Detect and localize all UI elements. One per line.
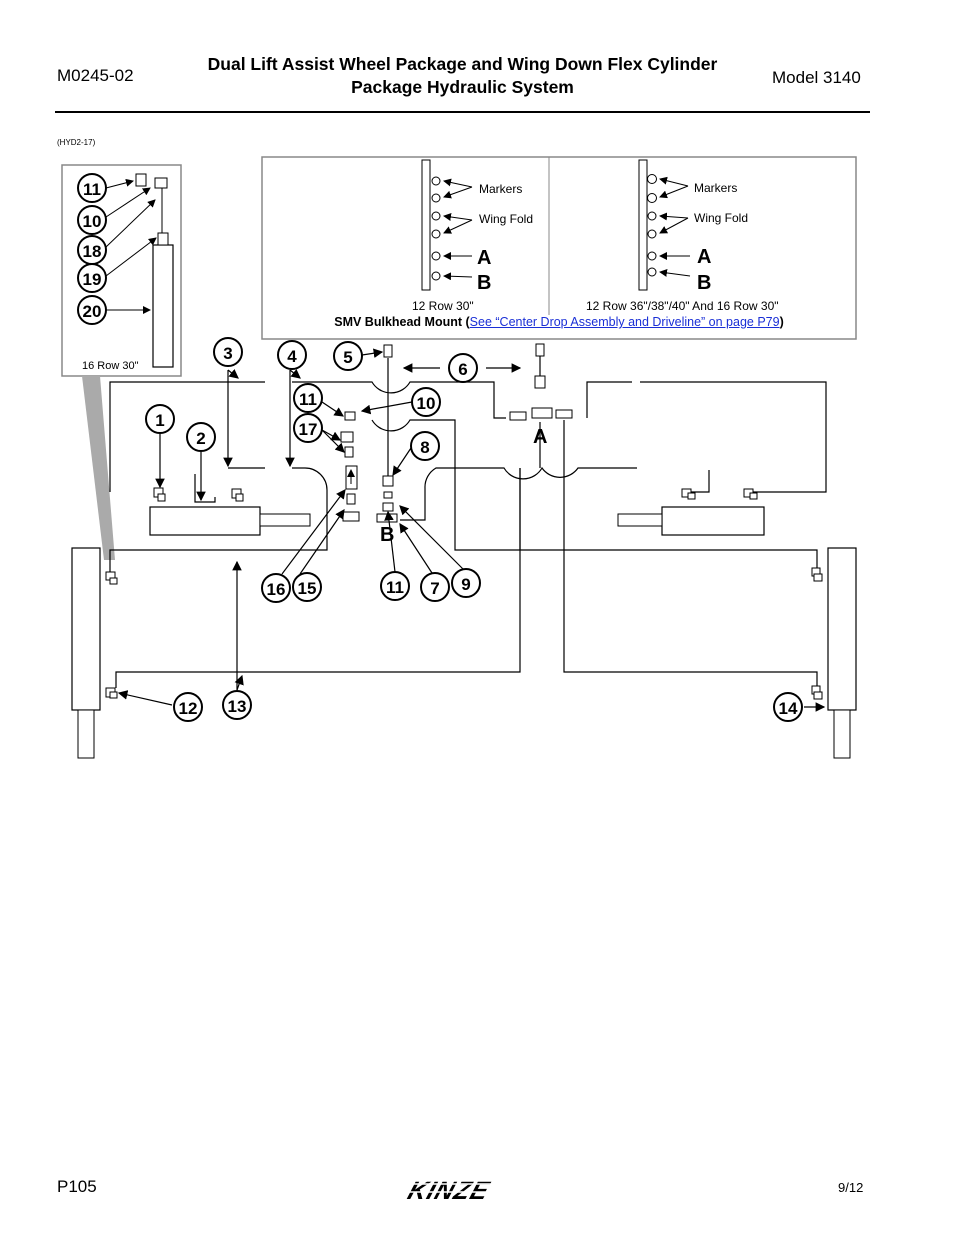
svg-text:7: 7 bbox=[430, 579, 439, 598]
inset-markers-label-left: Markers bbox=[479, 182, 522, 196]
svg-text:12: 12 bbox=[179, 699, 198, 718]
inset-callout-18: 18 bbox=[77, 235, 107, 265]
hose-lines bbox=[109, 356, 827, 688]
inset-port-b-right: B bbox=[697, 272, 711, 294]
svg-text:3: 3 bbox=[223, 344, 232, 363]
callout-leaders bbox=[117, 348, 826, 712]
inset-port-a-left: A bbox=[477, 247, 491, 269]
inset-wingfold-label-right: Wing Fold bbox=[694, 211, 748, 225]
smv-bulkhead-mount-caption: SMV Bulkhead Mount (See “Center Drop Ass… bbox=[262, 315, 856, 329]
port-b-label: B bbox=[380, 524, 394, 546]
kinze-logo: KINZE bbox=[400, 1175, 522, 1210]
inset-left-caption: 16 Row 30" bbox=[82, 360, 139, 372]
svg-text:2: 2 bbox=[196, 429, 205, 448]
header-rule bbox=[55, 111, 870, 113]
top-inset: Markers Wing Fold A B 12 Row 30" Markers… bbox=[261, 156, 857, 340]
logo-wordmark: KINZE bbox=[404, 1178, 493, 1205]
title-line-2: Package Hydraulic System bbox=[351, 77, 574, 97]
right-lift-cylinder bbox=[617, 506, 765, 536]
left-inset: 11 10 18 19 20 16 Row 30" bbox=[61, 164, 182, 560]
svg-text:14: 14 bbox=[779, 699, 798, 718]
svg-text:8: 8 bbox=[420, 438, 429, 457]
svg-text:10: 10 bbox=[417, 394, 436, 413]
smv-mount-label: SMV Bulkhead Mount ( bbox=[334, 315, 470, 329]
inset-caption-left: 12 Row 30" bbox=[412, 299, 474, 313]
inset-port-b-left: B bbox=[477, 272, 491, 294]
svg-text:6: 6 bbox=[458, 360, 467, 379]
callout-7: 7 bbox=[420, 572, 450, 602]
inset-port-a-right: A bbox=[697, 246, 711, 268]
center-drop-assembly-link[interactable]: See “Center Drop Assembly and Driveline”… bbox=[469, 315, 780, 329]
svg-text:16: 16 bbox=[267, 580, 286, 599]
inset-caption-right: 12 Row 36"/38"/40" And 16 Row 30" bbox=[586, 299, 779, 313]
document-number: M0245-02 bbox=[57, 66, 134, 85]
svg-text:9: 9 bbox=[461, 575, 470, 594]
inset-callout-10: 10 bbox=[77, 205, 107, 235]
callout-8: 8 bbox=[410, 431, 440, 461]
inset-callout-20: 20 bbox=[77, 295, 107, 325]
svg-text:10: 10 bbox=[83, 212, 102, 231]
svg-text:5: 5 bbox=[343, 348, 352, 367]
svg-text:1: 1 bbox=[155, 411, 164, 430]
svg-text:19: 19 bbox=[83, 270, 102, 289]
callout-4: 4 bbox=[277, 340, 307, 370]
callout-10: 10 bbox=[411, 387, 441, 417]
inset-callout-11: 11 bbox=[77, 173, 107, 203]
callout-5: 5 bbox=[333, 341, 363, 371]
svg-text:13: 13 bbox=[228, 697, 247, 716]
svg-text:20: 20 bbox=[83, 302, 102, 321]
left-lift-cylinder bbox=[149, 506, 311, 536]
right-wing-cylinder bbox=[827, 547, 857, 759]
callout-1: 1 bbox=[145, 404, 175, 434]
model-label: Model 3140 bbox=[772, 68, 861, 87]
smv-mount-close: ) bbox=[779, 315, 784, 329]
callout-16: 16 bbox=[261, 573, 291, 603]
callout-11-lower: 11 bbox=[380, 571, 410, 601]
inset-callout-19: 19 bbox=[77, 263, 107, 293]
svg-text:4: 4 bbox=[287, 347, 297, 366]
svg-text:15: 15 bbox=[298, 579, 317, 598]
callout-2: 2 bbox=[186, 422, 216, 452]
callout-3: 3 bbox=[213, 337, 243, 367]
callout-12: 12 bbox=[173, 692, 203, 722]
title-line-1: Dual Lift Assist Wheel Package and Wing … bbox=[207, 54, 718, 74]
callout-15: 15 bbox=[292, 572, 322, 602]
svg-text:17: 17 bbox=[299, 420, 318, 439]
inset-wingfold-label-left: Wing Fold bbox=[479, 212, 533, 226]
revision-date: 9/12 bbox=[838, 1180, 864, 1195]
callout-14: 14 bbox=[773, 692, 803, 722]
svg-text:11: 11 bbox=[386, 578, 404, 597]
port-a-label: A bbox=[533, 426, 547, 448]
callout-13: 13 bbox=[222, 690, 252, 720]
svg-text:18: 18 bbox=[83, 242, 102, 261]
figure-reference: (HYD2-17) bbox=[57, 138, 96, 147]
callout-9: 9 bbox=[451, 568, 481, 598]
callout-6: 6 bbox=[448, 353, 478, 383]
inset-markers-label-right: Markers bbox=[694, 181, 737, 195]
callout-17: 17 bbox=[293, 413, 323, 443]
hydraulic-fittings bbox=[105, 343, 823, 700]
left-wing-cylinder bbox=[71, 547, 101, 759]
callout-11-upper: 11 bbox=[293, 383, 323, 413]
page-title: Dual Lift Assist Wheel Package and Wing … bbox=[175, 53, 750, 99]
page-number: P105 bbox=[57, 1177, 97, 1196]
svg-text:11: 11 bbox=[83, 180, 101, 199]
svg-text:11: 11 bbox=[299, 390, 317, 409]
